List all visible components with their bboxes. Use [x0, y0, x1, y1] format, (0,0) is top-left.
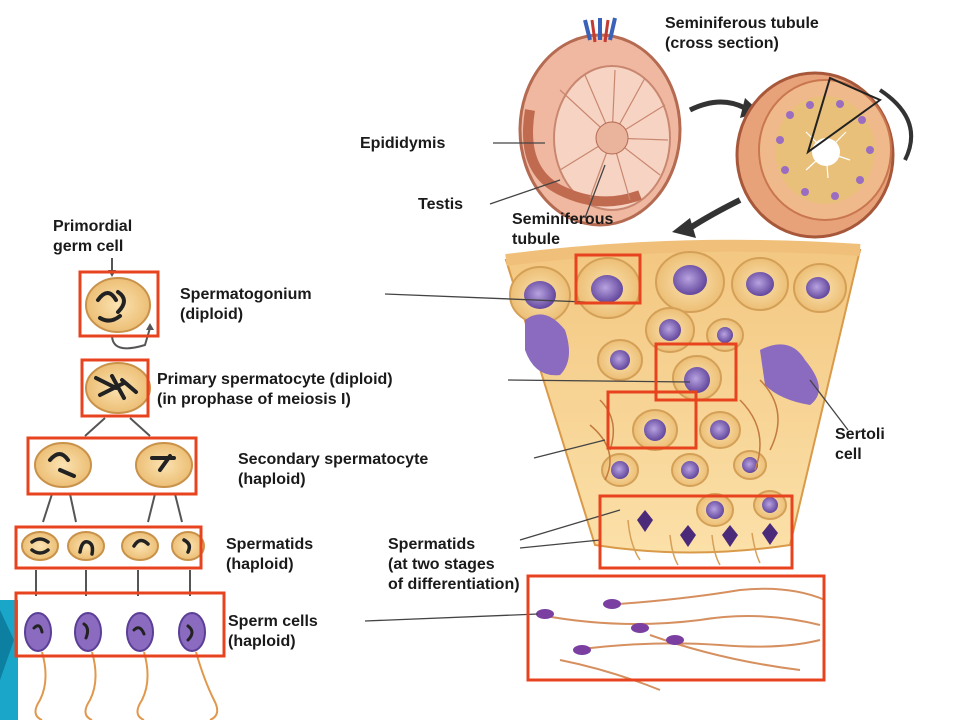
label-line: Testis — [418, 196, 464, 213]
label-line: Spermatids — [226, 536, 314, 553]
label-line: Epididymis — [360, 135, 446, 152]
label-epididymis: Epididymis — [360, 134, 445, 154]
label-line: (haploid) — [228, 633, 296, 650]
highlight-box-primary-left — [80, 358, 150, 418]
highlight-box-spermatids-left — [14, 525, 203, 570]
label-spermatogonium: Spermatogonium (diploid) — [180, 285, 312, 325]
label-primordial-germ-cell: Primordial germ cell — [53, 217, 132, 257]
label-line: (at two stages — [388, 556, 495, 573]
highlight-box-spermatogonium-left — [78, 270, 160, 338]
label-line: Primary spermatocyte (diploid) — [157, 371, 393, 388]
highlight-box-spermatogonium-right — [574, 253, 642, 305]
sidebar-accent-shape — [0, 600, 18, 720]
secondary-spermatocyte-cells-left — [34, 442, 193, 488]
label-spermatids-right: Spermatids (at two stages of differentia… — [388, 535, 520, 595]
label-line: Primordial — [53, 218, 133, 235]
label-line: (diploid) — [180, 306, 244, 323]
label-seminiferous-tubule: Seminiferous tubule — [512, 210, 613, 250]
highlight-box-secondary-left — [26, 436, 198, 496]
label-line: (haploid) — [238, 471, 306, 488]
arrow-to-cross-section — [688, 99, 747, 113]
label-secondary-spermatocyte: Secondary spermatocyte (haploid) — [238, 450, 428, 490]
white-block-3 — [208, 497, 503, 519]
label-line: Spermatogonium — [180, 286, 312, 303]
highlight-box-secondary-right — [606, 390, 698, 450]
highlight-boxes — [14, 253, 826, 682]
label-line: Seminiferous tubule — [665, 15, 819, 32]
label-line: (haploid) — [226, 556, 294, 573]
white-block-1 — [160, 333, 340, 355]
spermatogonium-cell-left — [85, 277, 151, 333]
label-line: germ cell — [53, 238, 124, 255]
label-testis: Testis — [418, 195, 463, 215]
label-line: Spermatids — [388, 536, 476, 553]
arrow-to-wedge — [688, 197, 742, 231]
label-seminiferous-tubule-cross-section: Seminiferous tubule (cross section) — [665, 14, 819, 54]
label-line: Sperm cells — [228, 613, 318, 630]
label-line: cell — [835, 446, 862, 463]
label-line: tubule — [512, 231, 560, 248]
white-block-2 — [205, 412, 463, 442]
leader-lines — [364, 142, 849, 622]
label-primary-spermatocyte: Primary spermatocyte (diploid) (in proph… — [157, 370, 393, 410]
label-sperm-cells: Sperm cells (haploid) — [228, 612, 318, 652]
primary-spermatocyte-cell-left — [85, 362, 151, 414]
highlight-box-sperm-left — [14, 591, 226, 658]
label-line: Secondary spermatocyte — [238, 451, 429, 468]
tubule-cross-section — [735, 71, 914, 239]
label-line: (cross section) — [665, 35, 779, 52]
label-line: Seminiferous — [512, 211, 614, 228]
label-line: Sertoli — [835, 426, 885, 443]
testis-illustration — [518, 17, 682, 227]
label-line: (in prophase of meiosis I) — [157, 391, 351, 408]
label-line: of differentiation) — [388, 576, 520, 593]
sperm-heads-right — [536, 599, 684, 655]
label-spermatids-left: Spermatids (haploid) — [226, 535, 313, 575]
sperm-cells-left — [24, 612, 219, 720]
highlight-box-spermatids-right — [598, 494, 794, 570]
label-sertoli-cell: Sertoli cell — [835, 425, 885, 465]
highlight-box-sperm-right — [526, 574, 826, 682]
